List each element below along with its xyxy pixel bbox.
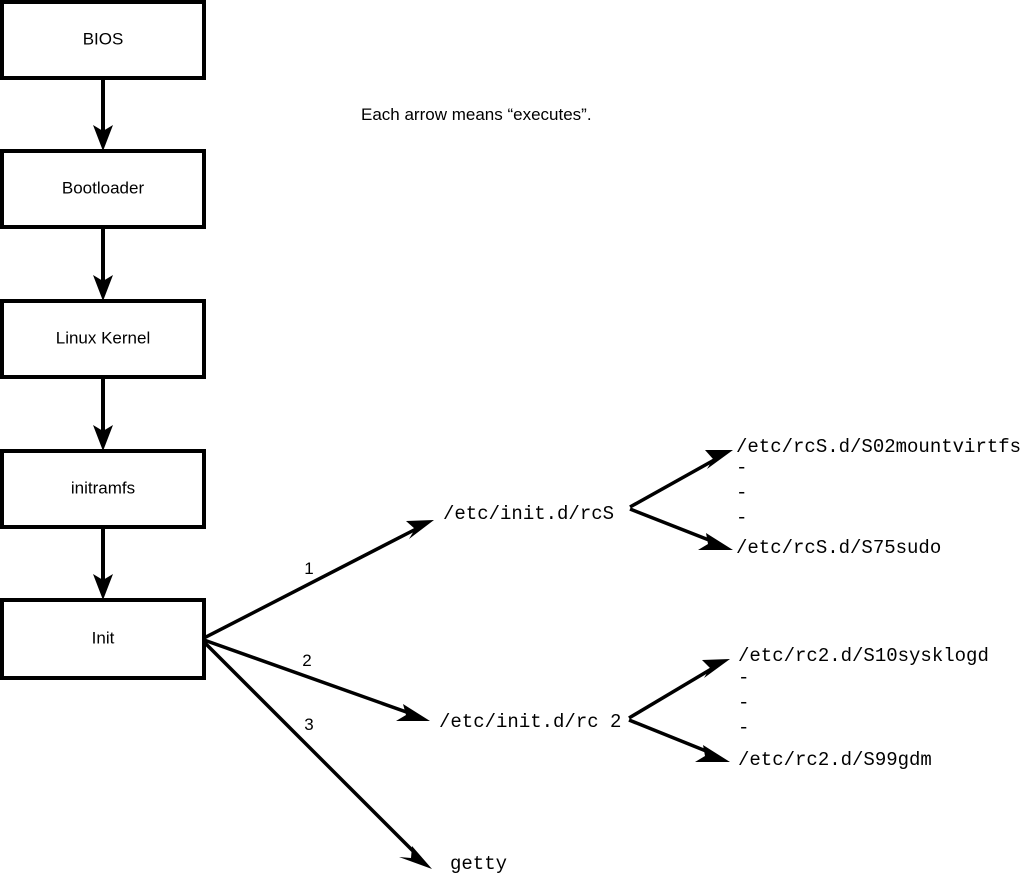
arrowhead-bootloader-to-kernel [93, 275, 113, 301]
ellipsis-dash-rcs-3: - [736, 507, 747, 529]
arrowhead-kernel-to-initramfs [93, 425, 113, 451]
label-init-d-rc2[interactable]: /etc/init.d/rc 2 [439, 711, 621, 733]
edge-number-1: 1 [304, 559, 313, 578]
arrow-init-to-rcs: 1 [203, 520, 434, 640]
node-bootloader[interactable]: Bootloader [0, 149, 206, 229]
arrow-init-to-getty: 3 [202, 640, 432, 869]
node-init[interactable]: Init [0, 598, 206, 680]
arrow-init-to-rc2: 2 [203, 638, 430, 721]
arrow-rc2-to-first-script [628, 659, 730, 720]
arrowhead-bios-to-bootloader [93, 125, 113, 151]
arrowhead-init-to-rcs [406, 520, 434, 539]
arrowhead-rc2-to-first-script [702, 659, 730, 678]
arrow-rc2-to-last-script [628, 718, 730, 762]
node-label-initramfs: initramfs [71, 478, 135, 497]
arrow-rcs-to-first-script [629, 450, 733, 509]
arrow-initramfs-to-init [93, 527, 113, 600]
node-label-bios: BIOS [83, 29, 124, 48]
edge-number-3: 3 [304, 715, 313, 734]
arrowhead-rcs-to-first-script [705, 450, 733, 469]
node-initramfs[interactable]: initramfs [0, 449, 206, 529]
arrow-kernel-to-initramfs [93, 377, 113, 451]
node-label-linux-kernel: Linux Kernel [56, 328, 151, 347]
arrowhead-init-to-rc2 [396, 704, 430, 721]
label-rc2-last-script[interactable]: /etc/rc2.d/S99gdm [738, 749, 932, 771]
node-box-bios[interactable] [0, 0, 206, 80]
ellipsis-dash-rcs-1: - [736, 457, 747, 479]
arrow-bios-to-bootloader [93, 78, 113, 151]
node-label-init: Init [92, 628, 115, 647]
label-rcs-first-script[interactable]: /etc/rcS.d/S02mountvirtfs [736, 436, 1021, 458]
label-init-d-rcs[interactable]: /etc/init.d/rcS [443, 503, 614, 525]
arrowhead-init-to-getty [399, 846, 432, 869]
arrow-rcs-to-last-script [629, 507, 733, 550]
node-linux-kernel[interactable]: Linux Kernel [0, 299, 206, 379]
edge-number-2: 2 [302, 651, 311, 670]
label-rcs-last-script[interactable]: /etc/rcS.d/S75sudo [736, 537, 941, 559]
node-label-bootloader: Bootloader [62, 178, 145, 197]
node-bios[interactable]: BIOS [0, 0, 206, 80]
ellipsis-dash-rcs-2: - [736, 482, 747, 504]
ellipsis-dash-rc2-2: - [738, 692, 749, 714]
diagram-caption: Each arrow means “executes”. [361, 105, 592, 124]
arrowhead-rcs-to-last-script [698, 533, 733, 550]
ellipsis-dash-rc2-3: - [738, 717, 749, 739]
arrow-bootloader-to-kernel [93, 227, 113, 301]
label-getty[interactable]: getty [450, 853, 507, 875]
label-rc2-first-script[interactable]: /etc/rc2.d/S10sysklogd [738, 645, 989, 667]
arrowhead-rc2-to-last-script [695, 745, 730, 762]
ellipsis-dash-rc2-1: - [738, 667, 749, 689]
node-box-initramfs[interactable] [0, 449, 206, 529]
arrowhead-initramfs-to-init [93, 574, 113, 600]
